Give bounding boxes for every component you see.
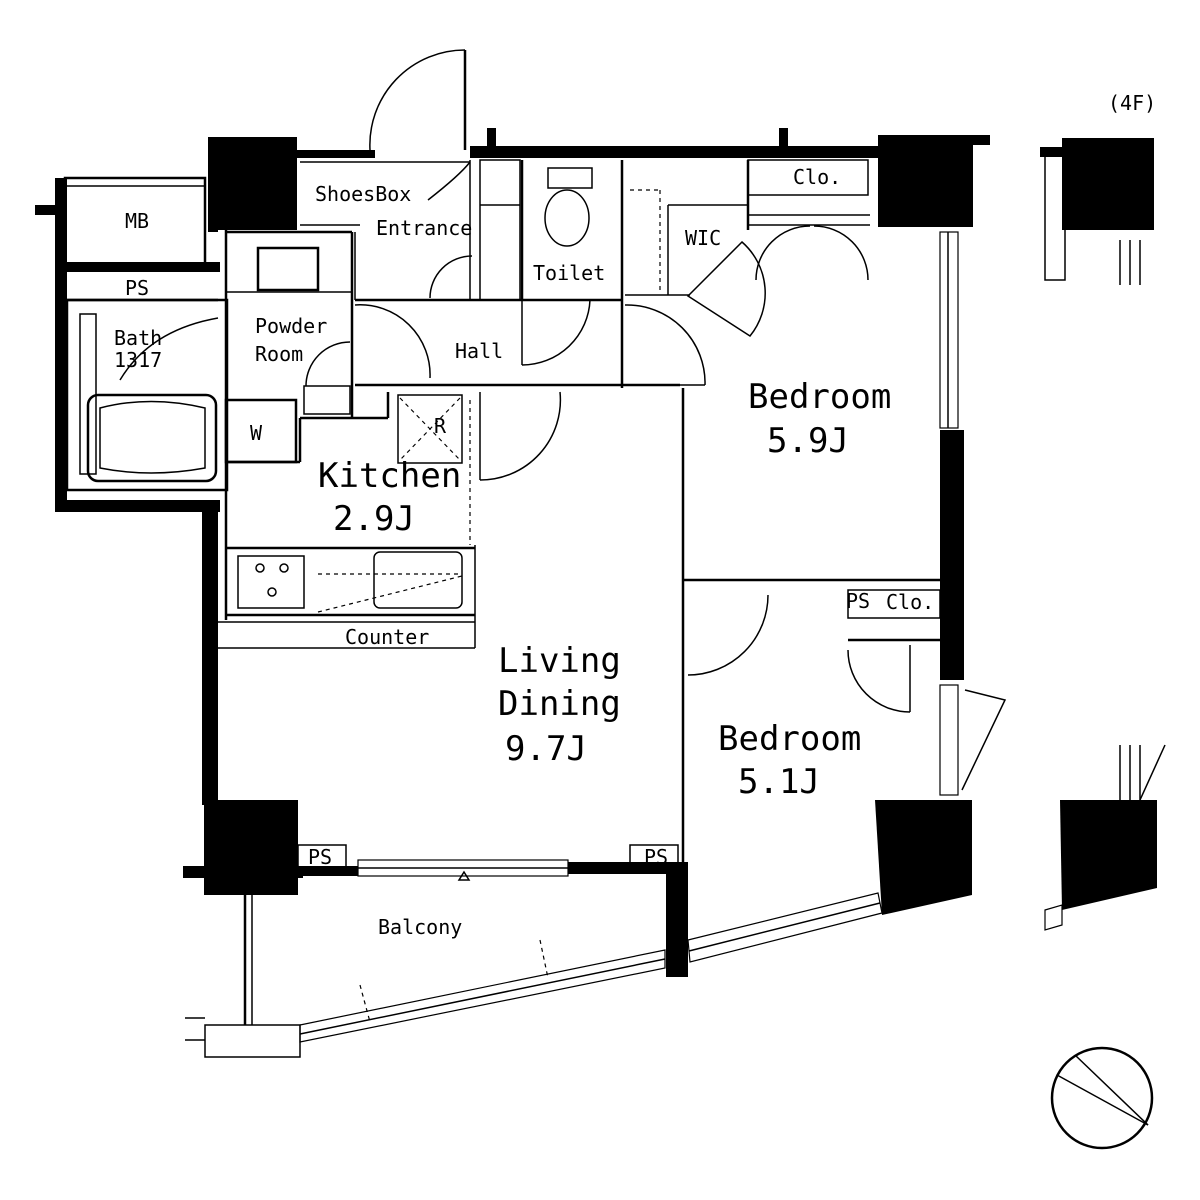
- ps-top-label: PS: [125, 276, 149, 300]
- counter-label: Counter: [345, 625, 429, 649]
- north-compass-icon: [1050, 1046, 1154, 1150]
- closet-top-label: Clo.: [793, 165, 841, 189]
- living-label-2: Dining: [498, 684, 621, 724]
- window-marker-icon: [457, 870, 471, 881]
- powder-room-label-2: Room: [255, 342, 303, 366]
- bedroom1-label: Bedroom: [748, 377, 891, 417]
- bedroom1-size-label: 5.9J: [767, 421, 849, 461]
- ps-left-label: PS: [308, 845, 332, 869]
- mb-label: MB: [125, 209, 149, 233]
- bedroom2-label: Bedroom: [718, 719, 861, 759]
- washer-label: W: [250, 421, 263, 445]
- hall-label: Hall: [455, 339, 503, 363]
- entrance-label: Entrance: [376, 216, 472, 240]
- floor-label: (4F): [1108, 91, 1156, 115]
- bath-size-label: 1317: [114, 348, 162, 372]
- toilet-label: Toilet: [533, 261, 605, 285]
- powder-room-label-1: Powder: [255, 314, 327, 338]
- walls: [35, 128, 1157, 977]
- room-labels: (4F) MB PS Bath 1317 ShoesBox Entrance T…: [114, 91, 1156, 939]
- kitchen-size-label: 2.9J: [333, 499, 415, 539]
- interior-walls: [63, 49, 1166, 1058]
- fridge-label: R: [434, 414, 447, 438]
- living-label-1: Living: [498, 641, 621, 681]
- shoes-box-label: ShoesBox: [315, 182, 411, 206]
- ps-bed2-label: PS: [846, 589, 870, 613]
- living-size-label: 9.7J: [505, 729, 587, 769]
- kitchen-label: Kitchen: [318, 456, 461, 496]
- balcony-label: Balcony: [378, 915, 462, 939]
- ps-right-label: PS: [644, 845, 668, 869]
- closet-bed2-label: Clo.: [886, 590, 934, 614]
- bath-label: Bath: [114, 326, 162, 350]
- wic-label: WIC: [685, 226, 721, 250]
- bedroom2-size-label: 5.1J: [738, 762, 820, 802]
